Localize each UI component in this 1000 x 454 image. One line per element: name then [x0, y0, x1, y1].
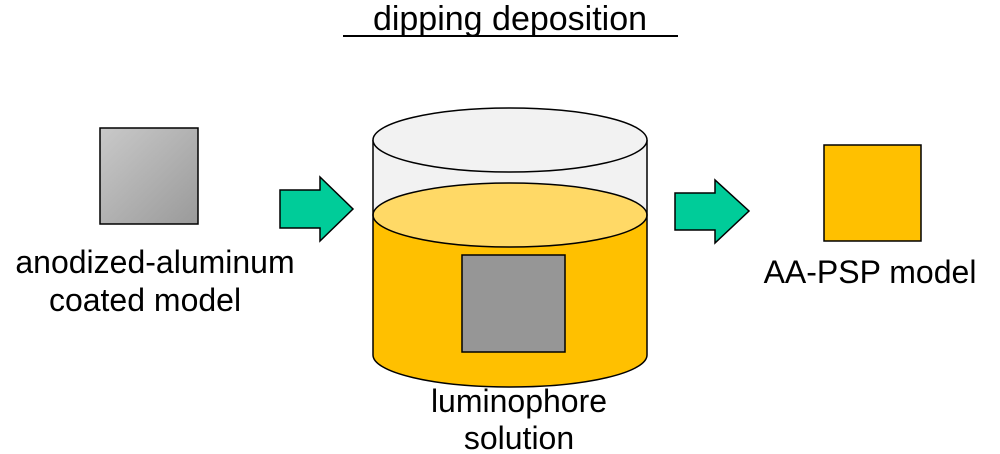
- luminophore-beaker: [372, 107, 648, 388]
- submerged-model-square: [461, 254, 566, 353]
- solution-surface: [372, 182, 648, 248]
- input-label-line2: coated model: [49, 282, 241, 318]
- input-label-line1: anodized-aluminum: [15, 244, 294, 280]
- beaker-top-opening: [372, 107, 648, 173]
- output-model-square: [823, 144, 922, 242]
- diagram-title: dipping deposition: [373, 0, 647, 38]
- arrow-right-icon: [279, 175, 355, 243]
- arrow-right-icon: [674, 178, 751, 245]
- output-label: AA-PSP model: [764, 254, 977, 290]
- process-label-line2: solution: [464, 420, 574, 454]
- process-label-line1: luminophore: [431, 383, 607, 419]
- input-model-square: [99, 127, 199, 225]
